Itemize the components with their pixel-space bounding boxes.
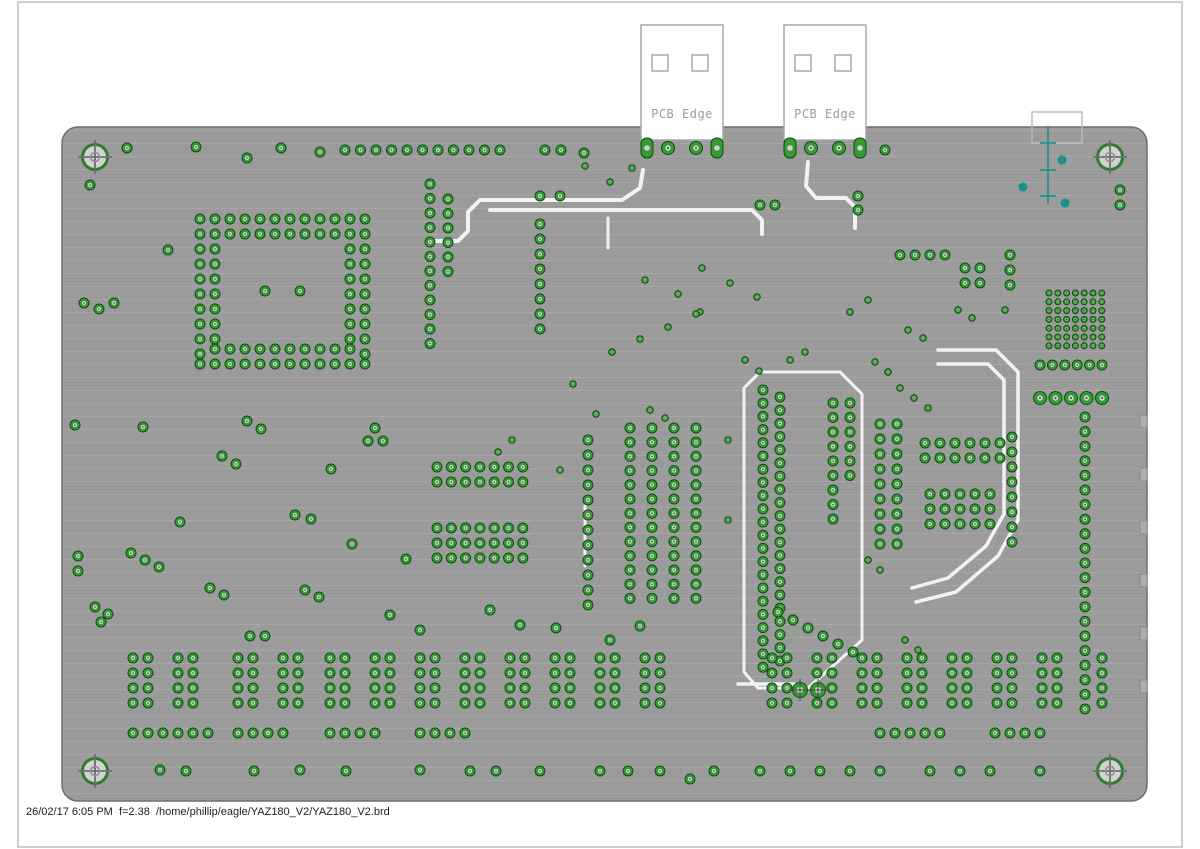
usb-connector-label-left: PCB Edge (651, 107, 713, 121)
usb-connector-label-right: PCB Edge (794, 107, 856, 121)
status-bar-text: 26/02/17 6:05 PM f=2.38 /home/phillip/ea… (26, 806, 390, 818)
